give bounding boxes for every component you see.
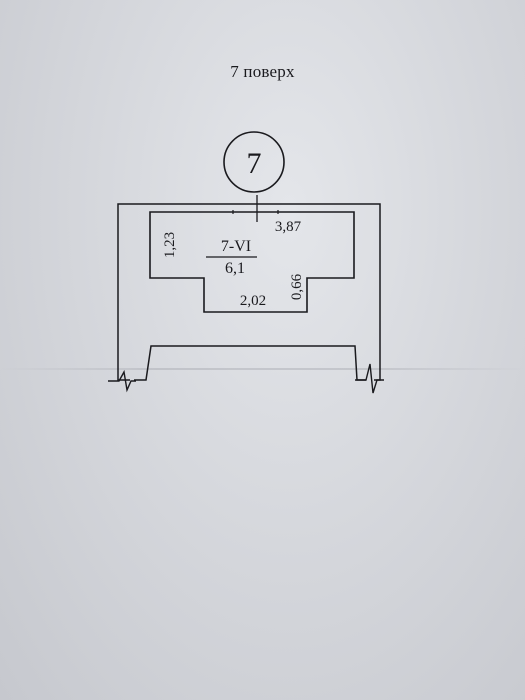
dimension-bottom: 2,02	[240, 293, 266, 309]
floor-number-circle	[223, 131, 285, 193]
paper-fold	[0, 368, 525, 370]
right-wall-break-symbol	[355, 363, 384, 394]
left-wall-break-symbol	[108, 369, 136, 393]
room-label: 7-VI	[221, 238, 251, 255]
floor-title: 7 поверх	[230, 62, 295, 81]
room-7-vi-outline	[149, 211, 355, 313]
dimension-inner-right: 0,66	[289, 273, 305, 300]
dimension-left-side: 1,23	[162, 232, 178, 258]
outer-wall	[117, 203, 381, 381]
corridor-wall	[134, 345, 366, 381]
dimension-top-right: 3,87	[275, 219, 302, 235]
room-area: 6,1	[225, 260, 245, 277]
floor-number: 7	[247, 147, 262, 180]
